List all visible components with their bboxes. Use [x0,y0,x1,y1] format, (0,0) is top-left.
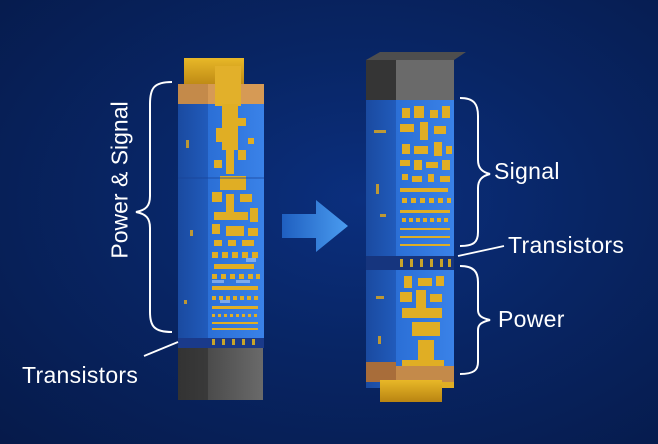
right-pillar-bottom-contact [366,362,454,402]
right-pillar-top-base [366,60,396,100]
signal-brace [459,97,491,247]
left-pillar-side [178,100,208,348]
right-pillar [366,52,466,402]
transistors-right-label: Transistors [508,232,625,258]
transistors-left-leader [143,341,179,357]
power-brace [459,265,491,375]
signal-label: Signal [494,158,560,184]
transistors-left-label: Transistors [22,362,139,388]
arrow-right-icon [282,200,348,252]
left-pillar [178,58,264,400]
power-signal-brace [135,81,173,333]
transistors-right-leader [457,245,505,257]
power-signal-label: Power & Signal [106,101,133,259]
right-pillar-signal-interconnect [400,106,452,246]
right-pillar-signal-side [366,100,396,258]
left-pillar-top-contact [178,58,264,106]
left-pillar-interconnect [212,104,260,330]
power-label: Power [498,306,565,332]
